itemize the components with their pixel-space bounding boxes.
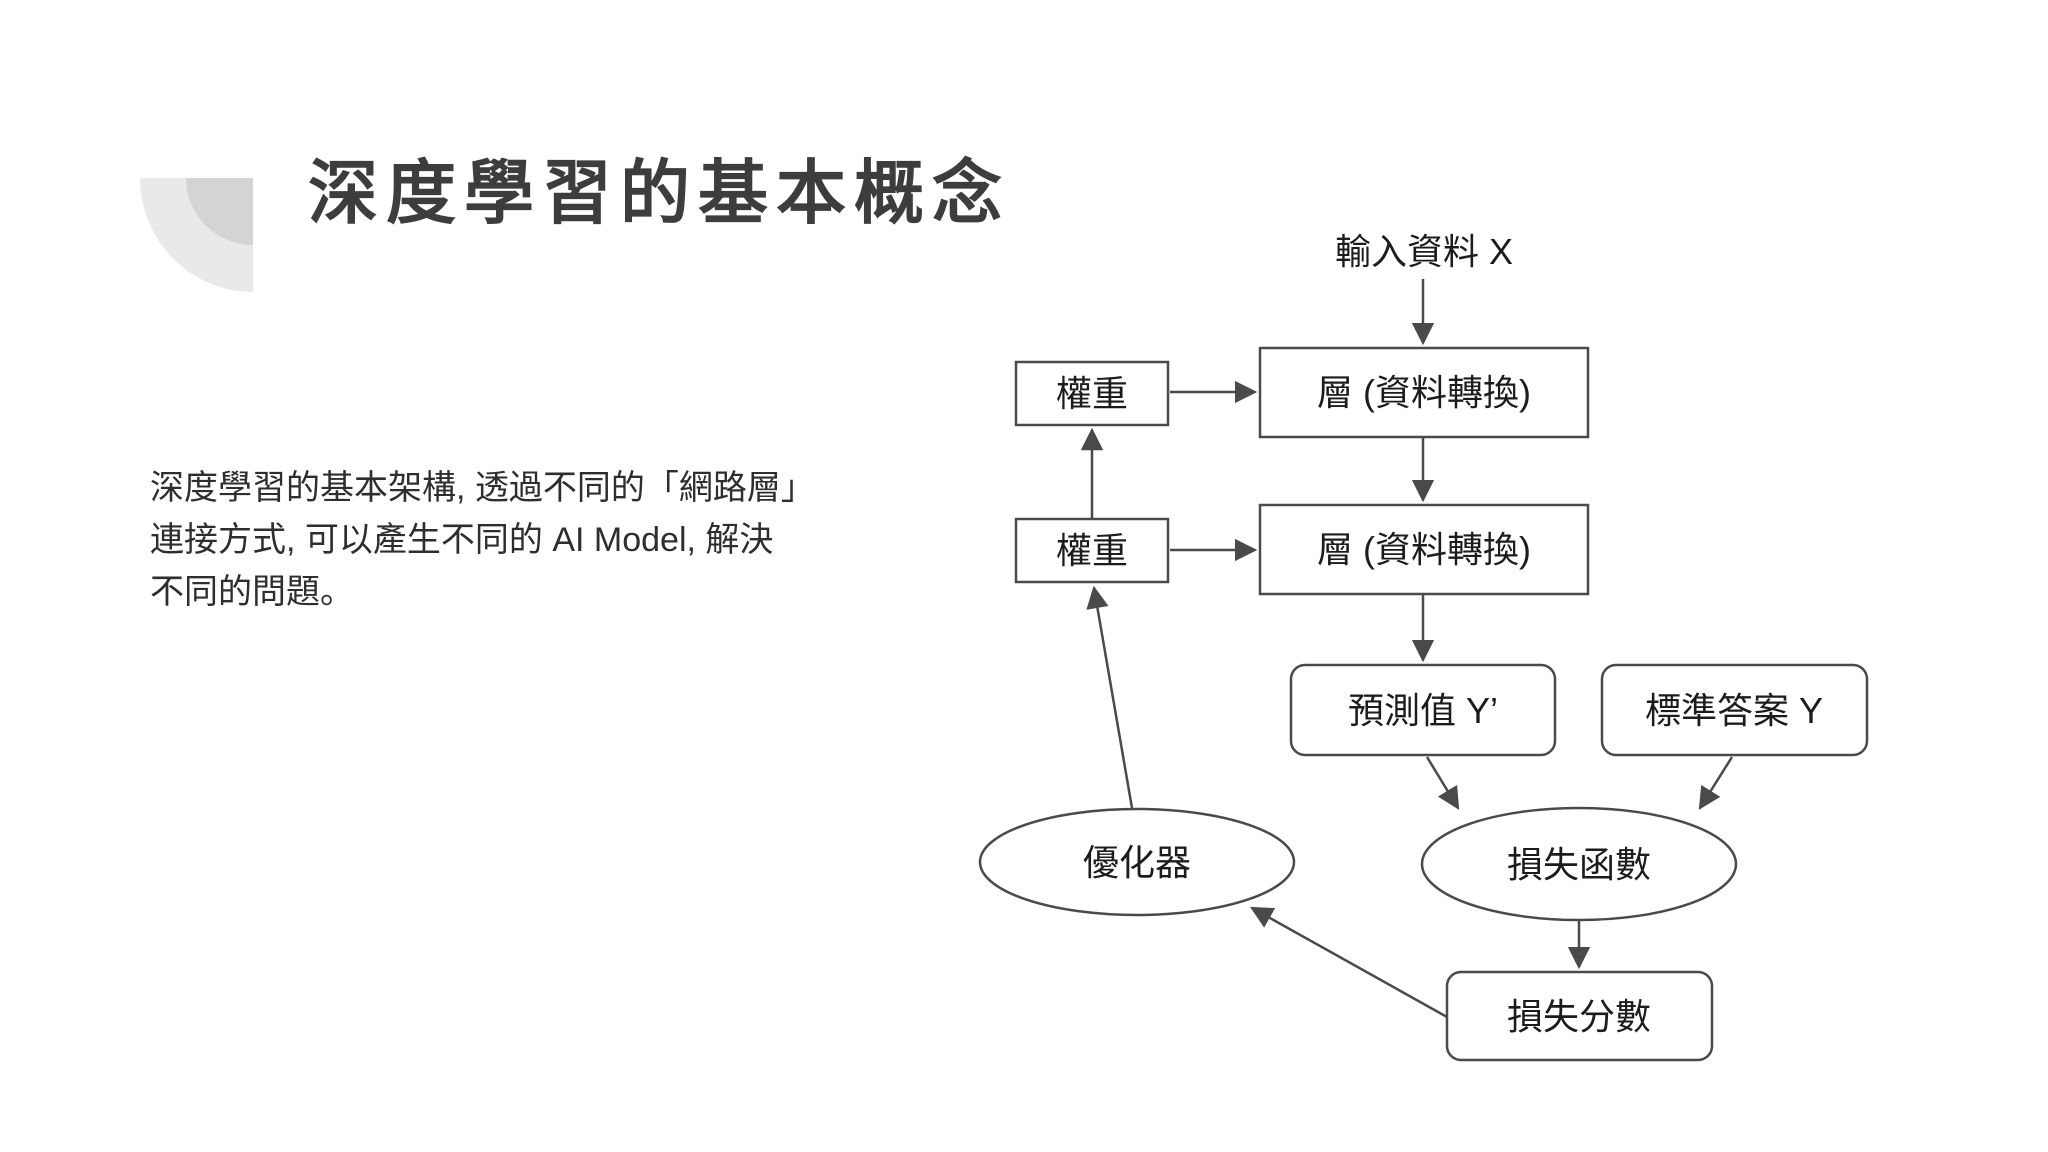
node-layer-2: [1258, 503, 1590, 596]
body-paragraph: 深度學習的基本架構, 透過不同的「網路層」 連接方式, 可以產生不同的 AI M…: [150, 462, 950, 618]
node-layer-1: [1258, 346, 1590, 439]
slide-title: 深度學習的基本概念: [308, 154, 1010, 232]
node-prediction: [1289, 663, 1557, 757]
decoration-inner-quarter: [186, 178, 253, 245]
node-prediction-label: 預測值 Y’: [1348, 690, 1498, 731]
node-weight-1: [1014, 360, 1170, 427]
arrow-groundtruth-to-lossfn: [1698, 756, 1734, 810]
node-loss-score: [1445, 970, 1714, 1062]
node-input-data-label: 輸入資料 X: [1335, 231, 1513, 272]
node-weight-1-label: 權重: [1056, 373, 1128, 414]
corner-decoration-icon: [140, 178, 253, 292]
node-ground-truth-label: 標準答案 Y: [1645, 690, 1823, 731]
node-weight-2-label: 權重: [1056, 530, 1128, 571]
node-optimizer-label: 優化器: [1083, 842, 1191, 883]
body-line-2: 連接方式, 可以產生不同的 AI Model, 解決: [150, 521, 774, 559]
node-weight-2: [1014, 517, 1170, 584]
body-line-1: 深度學習的基本架構, 透過不同的「網路層」: [150, 469, 815, 507]
node-optimizer: [978, 807, 1296, 917]
node-layer-1-label: 層 (資料轉換): [1317, 372, 1531, 413]
arrow-prediction-to-lossfn: [1425, 756, 1460, 810]
node-layer-2-label: 層 (資料轉換): [1317, 529, 1531, 570]
arrow-score-to-optimizer: [1250, 906, 1448, 1019]
node-ground-truth: [1600, 663, 1869, 757]
node-loss-function-label: 損失函數: [1507, 844, 1651, 885]
node-loss-function: [1420, 806, 1738, 922]
body-line-3: 不同的問題。: [150, 573, 354, 611]
arrow-optimizer-to-weight2: [1086, 585, 1134, 809]
node-loss-score-label: 損失分數: [1507, 996, 1651, 1037]
